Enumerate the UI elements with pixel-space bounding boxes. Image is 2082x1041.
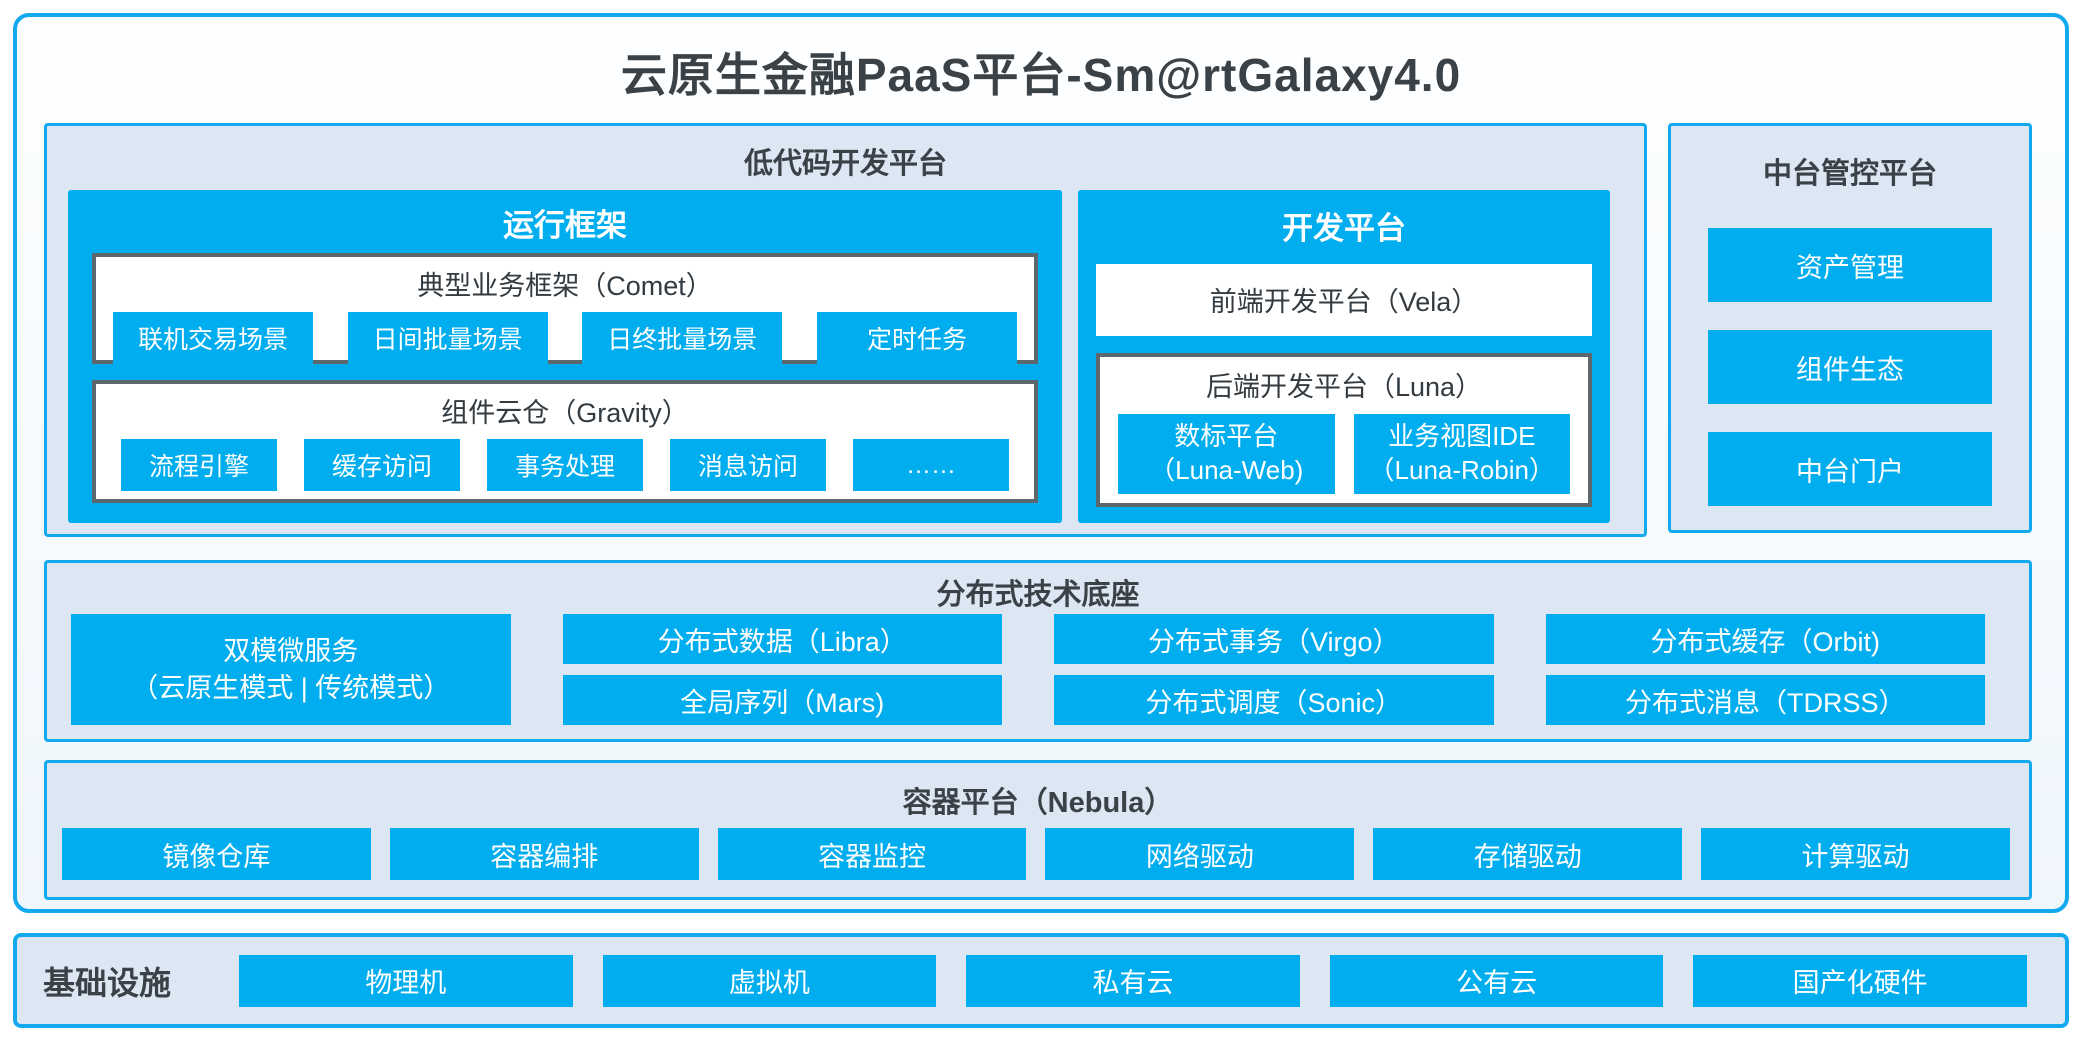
container-chip-row: 镜像仓库 容器编排 容器监控 网络驱动 存储驱动 计算驱动	[62, 828, 2010, 880]
midplatform-item: 资产管理	[1708, 228, 1992, 302]
midplatform-button-list: 资产管理 组件生态 中台门户	[1671, 228, 2029, 506]
comet-business-framework-box: 典型业务框架（Comet） 联机交易场景 日间批量场景 日终批量场景 定时任务	[92, 253, 1038, 364]
dist-box: 分布式消息（TDRSS）	[1545, 675, 1985, 725]
infrastructure-label: 基础设施	[43, 964, 172, 1001]
page-title: 云原生金融PaaS平台-Sm@rtGalaxy4.0	[620, 49, 1462, 101]
dist-box: 分布式调度（Sonic）	[1054, 675, 1494, 725]
container-chip: 计算驱动	[1701, 828, 2010, 880]
container-platform-header: 容器平台（Nebula）	[902, 787, 1174, 819]
luna-robin-chip-line2: （Luna-Robin）	[1368, 454, 1555, 485]
luna-web-chip-line1: 数标平台	[1174, 421, 1279, 452]
container-chip: 镜像仓库	[62, 828, 371, 880]
dual-microservice-line2: （云原生模式 | 传统模式）	[131, 672, 451, 703]
vela-frontend-box: 前端开发平台（Vela）	[1096, 264, 1592, 336]
infra-chip: 虚拟机	[602, 954, 937, 1007]
luna-web-chip: 数标平台 （Luna-Web)	[1118, 413, 1335, 494]
luna-robin-chip: 业务视图IDE （Luna-Robin）	[1353, 413, 1570, 494]
container-chip: 容器监控	[717, 828, 1027, 880]
container-chip: 存储驱动	[1373, 828, 1683, 880]
dev-platform-title: 开发平台	[1282, 211, 1406, 246]
distributed-base-panel: 分布式技术底座 双模微服务 （云原生模式 | 传统模式） 分布式数据（Libra…	[44, 560, 2032, 742]
midplatform-item: 组件生态	[1708, 330, 1992, 404]
distributed-column: 分布式数据（Libra） 全局序列（Mars)	[562, 614, 1002, 725]
gravity-box-title: 组件云仓（Gravity）	[441, 398, 689, 428]
comet-chip: 日间批量场景	[347, 312, 548, 364]
runtime-framework-panel: 运行框架 典型业务框架（Comet） 联机交易场景 日间批量场景 日终批量场景 …	[68, 190, 1062, 523]
midplatform-panel: 中台管控平台 资产管理 组件生态 中台门户	[1668, 123, 2032, 533]
comet-chip-row: 联机交易场景 日间批量场景 日终批量场景 定时任务	[113, 312, 1017, 364]
luna-box-title: 后端开发平台（Luna）	[1205, 371, 1483, 402]
midplatform-header: 中台管控平台	[1762, 158, 1937, 190]
dual-microservice-box: 双模微服务 （云原生模式 | 传统模式）	[71, 614, 511, 725]
infrastructure-chip-row: 物理机 虚拟机 私有云 公有云 国产化硬件	[239, 954, 2065, 1007]
lowcode-platform-panel: 低代码开发平台 运行框架 典型业务框架（Comet） 联机交易场景 日间批量场景…	[44, 123, 1647, 537]
lowcode-platform-body: 运行框架 典型业务框架（Comet） 联机交易场景 日间批量场景 日终批量场景 …	[68, 190, 1610, 523]
comet-chip: 定时任务	[816, 312, 1017, 364]
gravity-chip: 流程引擎	[121, 439, 277, 491]
runtime-framework-title: 运行框架	[503, 208, 627, 243]
comet-chip: 日终批量场景	[582, 312, 783, 364]
gravity-chip-row: 流程引擎 缓存访问 事务处理 消息访问 ……	[121, 439, 1009, 491]
container-chip: 网络驱动	[1045, 828, 1355, 880]
distributed-grid: 双模微服务 （云原生模式 | 传统模式） 分布式数据（Libra） 全局序列（M…	[71, 614, 1985, 725]
infra-chip: 物理机	[239, 954, 573, 1007]
gravity-component-box: 组件云仓（Gravity） 流程引擎 缓存访问 事务处理 消息访问 ……	[92, 380, 1038, 503]
comet-chip: 联机交易场景	[113, 312, 313, 364]
lowcode-platform-header: 低代码开发平台	[743, 148, 947, 180]
dev-platform-panel: 开发平台 前端开发平台（Vela） 后端开发平台（Luna） 数标平台 （Lun…	[1078, 190, 1610, 523]
dual-microservice-line1: 双模微服务	[223, 636, 359, 667]
luna-backend-box: 后端开发平台（Luna） 数标平台 （Luna-Web) 业务视图IDE （Lu…	[1096, 352, 1592, 507]
container-platform-panel: 容器平台（Nebula） 镜像仓库 容器编排 容器监控 网络驱动 存储驱动 计算…	[44, 760, 2032, 900]
infra-chip: 国产化硬件	[1693, 954, 2027, 1007]
infra-chip: 公有云	[1329, 954, 1664, 1007]
dist-box: 分布式事务（Virgo）	[1054, 614, 1494, 664]
gravity-chip: 事务处理	[487, 439, 643, 491]
main-frame: 云原生金融PaaS平台-Sm@rtGalaxy4.0 低代码开发平台 运行框架 …	[13, 13, 2069, 913]
luna-web-chip-line2: （Luna-Web)	[1149, 454, 1304, 485]
distributed-base-header: 分布式技术底座	[936, 579, 1140, 611]
gravity-chip: 缓存访问	[304, 439, 460, 491]
luna-chip-row: 数标平台 （Luna-Web) 业务视图IDE （Luna-Robin）	[1118, 413, 1570, 494]
midplatform-item: 中台门户	[1708, 432, 1992, 506]
gravity-chip: ……	[853, 439, 1009, 491]
container-chip: 容器编排	[389, 828, 699, 880]
dist-box: 分布式缓存（Orbit)	[1545, 614, 1985, 664]
dist-box: 全局序列（Mars)	[562, 675, 1002, 725]
gravity-chip: 消息访问	[670, 439, 826, 491]
luna-robin-chip-line1: 业务视图IDE	[1388, 421, 1536, 452]
infra-chip: 私有云	[966, 954, 1300, 1007]
infrastructure-bar: 基础设施 物理机 虚拟机 私有云 公有云 国产化硬件	[13, 933, 2069, 1028]
comet-box-title: 典型业务框架（Comet）	[417, 271, 713, 301]
distributed-column: 分布式事务（Virgo） 分布式调度（Sonic）	[1054, 614, 1494, 725]
distributed-column: 分布式缓存（Orbit) 分布式消息（TDRSS）	[1545, 614, 1985, 725]
distributed-column: 双模微服务 （云原生模式 | 传统模式）	[71, 614, 511, 725]
dist-box: 分布式数据（Libra）	[562, 614, 1002, 664]
